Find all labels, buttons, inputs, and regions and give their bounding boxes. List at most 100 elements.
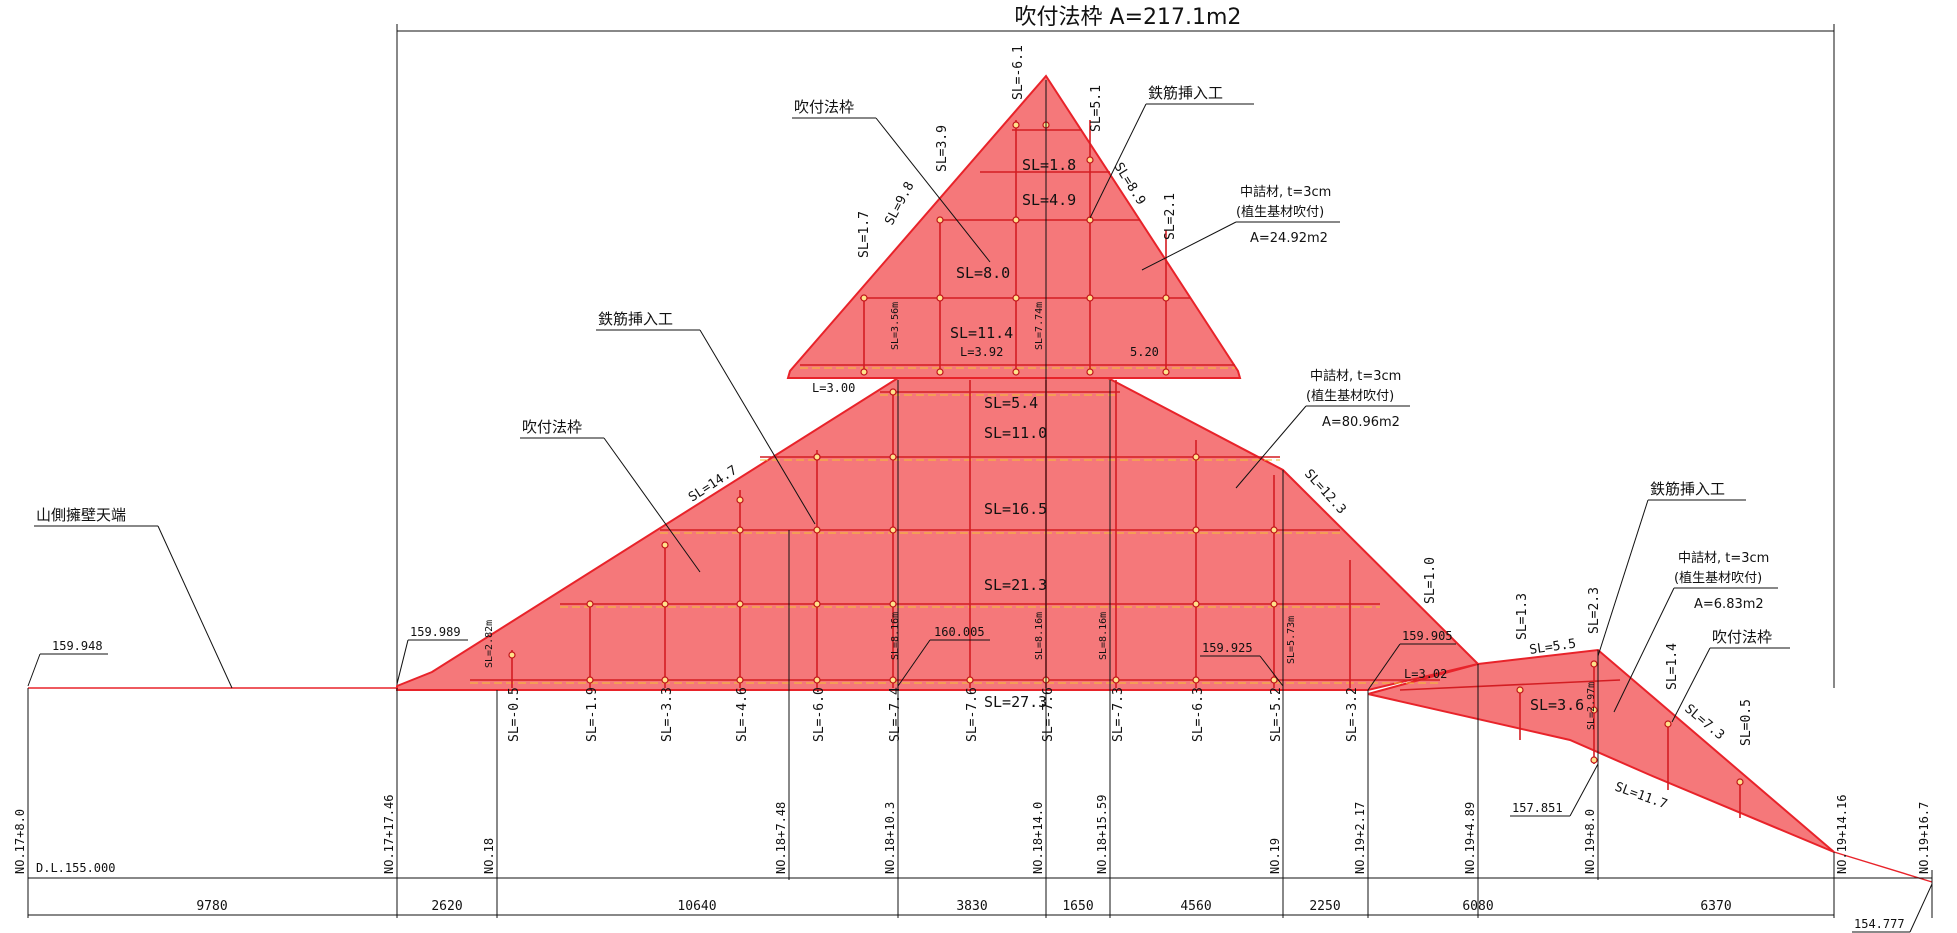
elevation-label: 154.777 (1854, 917, 1905, 931)
frame-panels (396, 74, 1835, 853)
length-label: L=3.02 (1404, 667, 1447, 681)
sl-label: SL=-7.4 (888, 687, 903, 742)
station-label: NO.19+8.0 (1583, 809, 1597, 874)
station-label: NO.18+10.3 (883, 802, 897, 874)
anchor-length-labels: SL=3.56m SL=7.74m SL=8.16m SL=8.16m SL=8… (484, 302, 1597, 730)
sl-label: SL=-4.6 (735, 687, 750, 742)
length-labels: L=3.92 5.20 L=3.00 L=3.02 (812, 345, 1447, 681)
station-label: NO.19+2.17 (1353, 802, 1367, 874)
sl-label: SL=-6.0 (812, 687, 827, 742)
dimension-values: 9780 2620 10640 3830 1650 4560 2250 6080… (196, 899, 1731, 914)
callout-frame-mid: 吹付法枠 (522, 418, 582, 436)
station-label: NO.19 (1268, 838, 1282, 874)
sl-label: SL=1.4 (1665, 643, 1680, 690)
sl-label: SL=5.1 (1089, 85, 1104, 132)
fill-note-line: A=6.83m2 (1694, 597, 1764, 612)
overall-dimension-line (396, 24, 1835, 688)
sl-label: SL=-7.6 (1041, 687, 1056, 742)
elevation-label: 160.005 (934, 625, 985, 639)
station-label: NO.18+7.48 (774, 802, 788, 874)
sl-label: SL=-6.3 (1191, 687, 1206, 742)
station-label: NO.17+8.0 (13, 809, 27, 874)
sl-label: SL=1.0 (1423, 557, 1438, 604)
station-label: NO.19+16.7 (1917, 802, 1931, 874)
datum-label: D.L.155.000 (36, 861, 115, 875)
elevation-label: 159.925 (1202, 641, 1253, 655)
sl-label: SL=-1.9 (585, 687, 600, 742)
callout-rebar-mid: 鉄筋挿入工 (598, 310, 673, 328)
sl-length: SL=8.16m (1034, 612, 1045, 660)
fill-note-line: (植生基材吹付) (1674, 571, 1762, 586)
sl-length: SL=8.16m (890, 612, 901, 660)
elevation-label: 159.905 (1402, 629, 1453, 643)
sl-length: SL=2.82m (484, 620, 495, 668)
rebar-anchors (508, 121, 1744, 786)
sl-label: SL=1.8 (1022, 156, 1076, 174)
callout-wall-top: 山側擁壁天端 (36, 506, 126, 524)
elevation-label: 159.948 (52, 639, 103, 653)
callouts: 吹付法枠 鉄筋挿入工 鉄筋挿入工 吹付法枠 山側擁壁天端 鉄筋挿入工 吹付法枠 (34, 84, 1790, 723)
dimension-chain (27, 878, 1835, 918)
dim-value: 1650 (1062, 899, 1093, 914)
station-label: NO.19+4.89 (1463, 802, 1477, 874)
sl-label: SL=5.4 (984, 394, 1038, 412)
length-label: L=3.92 (960, 345, 1003, 359)
station-label: NO.17+17.46 (382, 795, 396, 874)
fill-note-line: A=24.92m2 (1250, 231, 1328, 246)
sl-label: SL=1.7 (857, 211, 872, 258)
sl-label: SL=0.5 (1739, 699, 1754, 746)
dim-value: 2250 (1309, 899, 1340, 914)
bottom-sl-labels: SL=-0.5 SL=-1.9 SL=-3.3 SL=-4.6 SL=-6.0 … (507, 687, 1360, 742)
station-labels: NO.17+8.0 NO.17+17.46 NO.18 NO.18+7.48 N… (13, 795, 1931, 874)
ground-profile (28, 687, 1933, 883)
length-label: 5.20 (1130, 345, 1159, 359)
dim-value: 9780 (196, 899, 227, 914)
sl-label: SL=-7.3 (1111, 687, 1126, 742)
elevation-label: 159.989 (410, 625, 461, 639)
sl-label: SL=2.1 (1163, 193, 1178, 240)
sl-label: SL=16.5 (984, 500, 1047, 518)
length-label: L=3.00 (812, 381, 855, 395)
fill-note-line: (植生基材吹付) (1306, 389, 1394, 404)
dim-value: 3830 (956, 899, 987, 914)
fill-note-line: 中詰材, t=3cm (1678, 550, 1769, 566)
sl-length: SL=5.73m (1286, 616, 1297, 664)
sl-label: SL=3.9 (935, 125, 950, 172)
sl-label: SL=2.3 (1587, 587, 1602, 634)
sl-length: SL=2.97m (1586, 682, 1597, 730)
elevation-label: 157.851 (1512, 801, 1563, 815)
callout-frame-right: 吹付法枠 (1712, 628, 1772, 646)
dim-value: 6370 (1700, 899, 1731, 914)
station-label: NO.18 (482, 838, 496, 874)
sl-label: SL=4.9 (1022, 191, 1076, 209)
sl-label: SL=21.3 (984, 576, 1047, 594)
fill-notes: 中詰材, t=3cm (植生基材吹付) A=24.92m2 中詰材, t=3cm… (1141, 184, 1778, 713)
sl-length: SL=7.74m (1034, 302, 1045, 350)
sl-label: SL=3.6 (1530, 696, 1584, 714)
dim-value: 6080 (1462, 899, 1493, 914)
drawing-title: 吹付法枠 A=217.1m2 (1015, 5, 1242, 30)
fill-note-line: A=80.96m2 (1322, 415, 1400, 430)
fill-note-line: 中詰材, t=3cm (1310, 368, 1401, 384)
callout-frame-top: 吹付法枠 (794, 98, 854, 116)
sl-label: SL=11.0 (984, 424, 1047, 442)
sl-label: SL=1.3 (1515, 593, 1530, 640)
center-sl-labels: SL=1.8 SL=4.9 SL=8.0 SL=11.4 SL=5.4 SL=1… (950, 156, 1584, 714)
sl-label: SL=27.3 (984, 693, 1047, 711)
sl-label: SL=5.5 (1528, 637, 1577, 658)
fill-note-line: 中詰材, t=3cm (1240, 184, 1331, 200)
sl-label: SL=-3.2 (1345, 687, 1360, 742)
sl-label: SL=-0.5 (507, 687, 522, 742)
sl-label: SL=-7.6 (965, 687, 980, 742)
dim-value: 10640 (677, 899, 716, 914)
sl-label: SL=11.4 (950, 324, 1013, 342)
station-label: NO.18+15.59 (1095, 795, 1109, 874)
fill-note-line: (植生基材吹付) (1236, 205, 1324, 220)
sl-label: SL=-3.3 (660, 687, 675, 742)
sl-label: SL=9.8 (882, 179, 917, 228)
callout-rebar-right: 鉄筋挿入工 (1650, 480, 1725, 498)
dim-value: 4560 (1180, 899, 1211, 914)
sl-label: SL=8.0 (956, 264, 1010, 282)
sl-label: SL=-6.1 (1011, 45, 1026, 100)
